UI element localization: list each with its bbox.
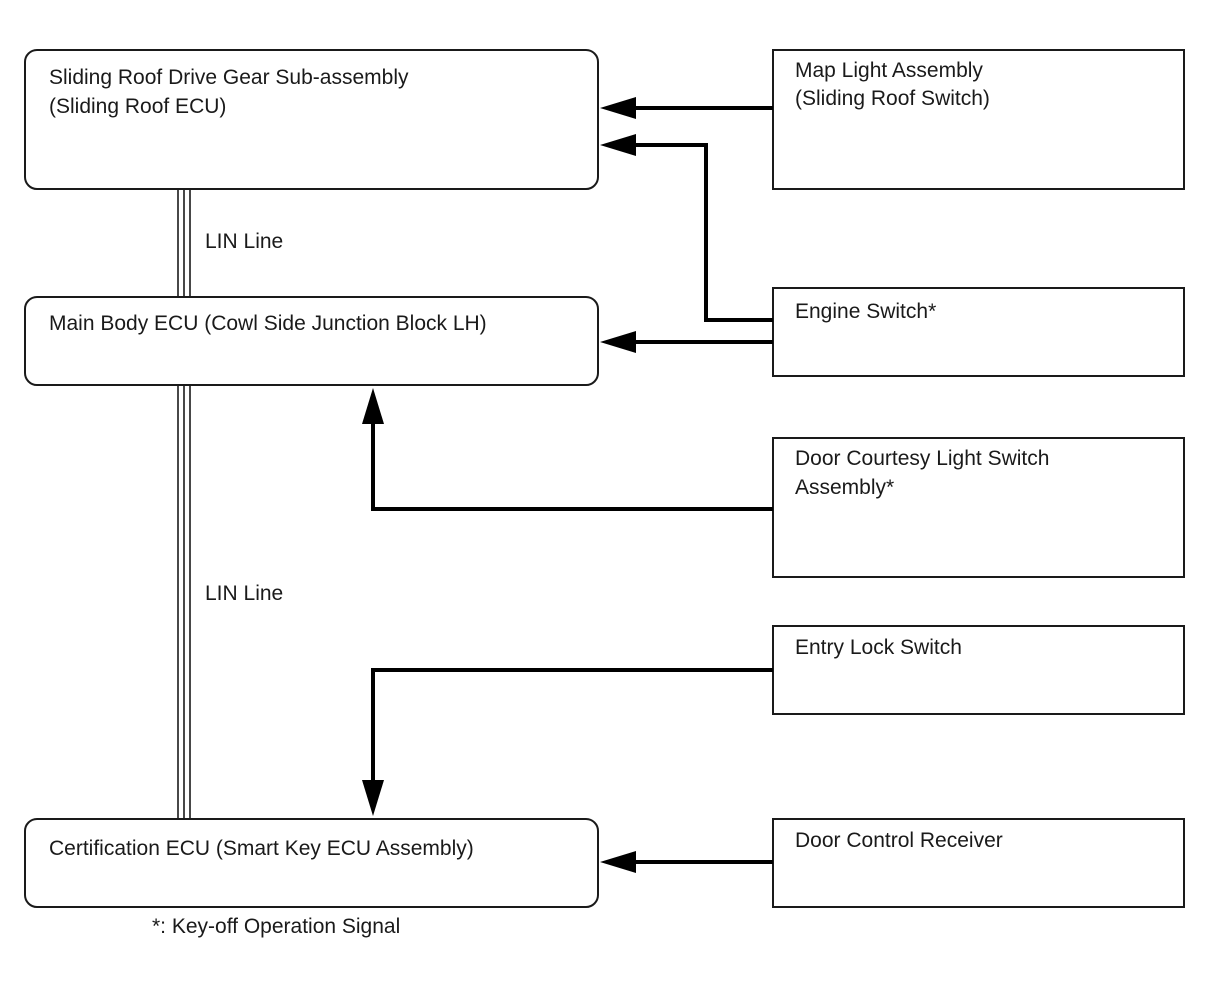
entry-lock-label: Entry Lock Switch [795, 636, 962, 659]
main-body-ecu-box: Main Body ECU (Cowl Side Junction Block … [24, 296, 599, 386]
arrow-entry-lock-to-certification [362, 668, 773, 816]
lin-line-lower-label: LIN Line [205, 582, 283, 605]
engine-switch-label: Engine Switch* [795, 300, 936, 323]
arrow-map-light-to-sliding-roof [600, 97, 773, 119]
arrow-door-courtesy-to-main-body [362, 388, 773, 511]
engine-switch-box: Engine Switch* [772, 287, 1185, 377]
arrow-engine-switch-to-sliding-roof [600, 134, 773, 322]
map-light-label-line1: Map Light Assembly [795, 59, 983, 82]
door-control-receiver-label: Door Control Receiver [795, 829, 1003, 852]
lin-line-upper-label: LIN Line [205, 230, 283, 253]
arrow-engine-switch-to-main-body [600, 331, 773, 353]
door-control-receiver-box: Door Control Receiver [772, 818, 1185, 908]
arrow-door-control-to-certification [600, 851, 773, 873]
entry-lock-switch-box: Entry Lock Switch [772, 625, 1185, 715]
door-courtesy-label-line1: Door Courtesy Light Switch [795, 447, 1049, 470]
sliding-roof-ecu-box: Sliding Roof Drive Gear Sub-assembly (Sl… [24, 49, 599, 190]
footnote: *: Key-off Operation Signal [152, 915, 400, 938]
sliding-roof-ecu-label-line1: Sliding Roof Drive Gear Sub-assembly [49, 66, 409, 89]
door-courtesy-label-line2: Assembly* [795, 476, 894, 499]
certification-ecu-label: Certification ECU (Smart Key ECU Assembl… [49, 837, 474, 860]
map-light-label-line2: (Sliding Roof Switch) [795, 87, 990, 110]
main-body-ecu-label: Main Body ECU (Cowl Side Junction Block … [49, 312, 487, 335]
lin-line-lower [177, 385, 191, 819]
map-light-assembly-box: Map Light Assembly (Sliding Roof Switch) [772, 49, 1185, 190]
door-courtesy-switch-box: Door Courtesy Light Switch Assembly* [772, 437, 1185, 578]
lin-line-upper [177, 189, 191, 297]
certification-ecu-box: Certification ECU (Smart Key ECU Assembl… [24, 818, 599, 908]
sliding-roof-ecu-label-line2: (Sliding Roof ECU) [49, 95, 226, 118]
